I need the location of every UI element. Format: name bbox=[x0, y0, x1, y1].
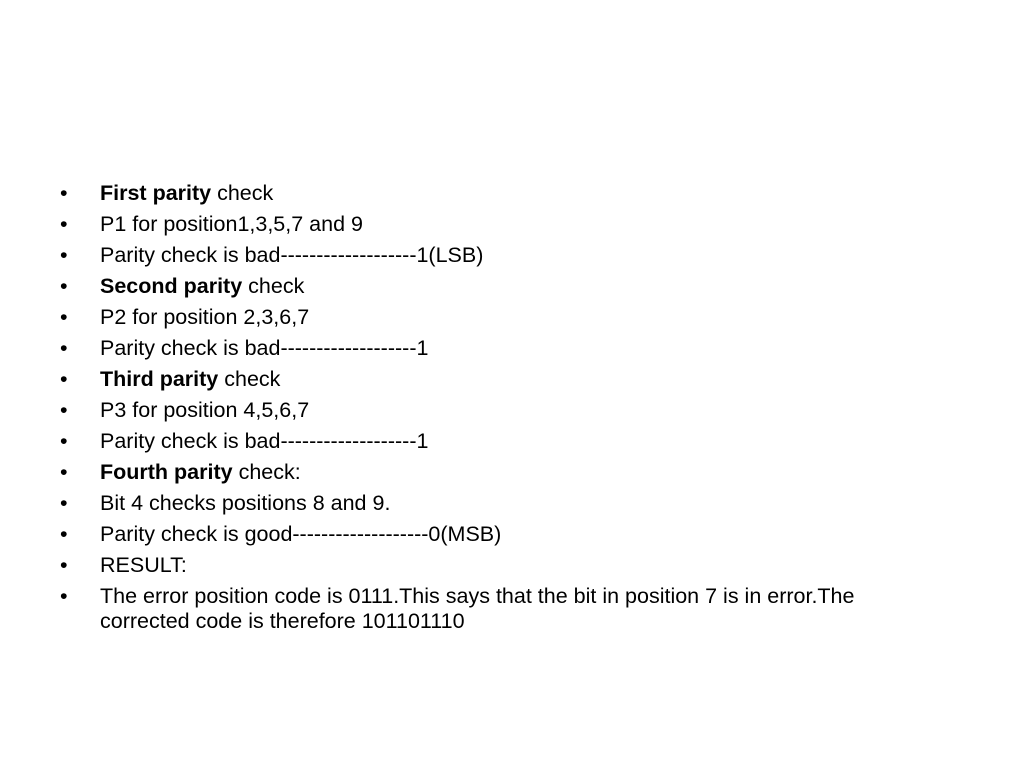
list-item: • First parity check bbox=[60, 178, 920, 209]
bullet-icon: • bbox=[60, 367, 68, 391]
plain-text: P2 for position 2,3,6,7 bbox=[100, 305, 310, 329]
bold-text: Third parity bbox=[100, 367, 219, 391]
plain-text: check: bbox=[232, 460, 301, 484]
list-item-text: Second parity check bbox=[100, 271, 920, 302]
bullet-icon: • bbox=[60, 491, 68, 515]
list-item-text: P1 for position1,3,5,7 and 9 bbox=[100, 209, 920, 240]
list-item: • Parity check is bad-------------------… bbox=[60, 240, 920, 271]
bullet-icon: • bbox=[60, 336, 68, 360]
bullet-icon: • bbox=[60, 553, 68, 577]
list-item: • Parity check is good------------------… bbox=[60, 519, 920, 550]
plain-text: The error position code is 0111.This say… bbox=[100, 584, 855, 633]
list-item-text: P2 for position 2,3,6,7 bbox=[100, 302, 920, 333]
plain-text: Parity check is bad-------------------1 bbox=[100, 336, 429, 360]
list-item-text: Parity check is bad-------------------1(… bbox=[100, 240, 920, 271]
list-item-text: RESULT: bbox=[100, 550, 920, 581]
list-item-text: Parity check is bad-------------------1 bbox=[100, 426, 920, 457]
list-item-text: Fourth parity check: bbox=[100, 457, 920, 488]
list-item: • P1 for position1,3,5,7 and 9 bbox=[60, 209, 920, 240]
bullet-icon: • bbox=[60, 398, 68, 422]
plain-text: check bbox=[211, 181, 274, 205]
list-item: • P2 for position 2,3,6,7 bbox=[60, 302, 920, 333]
bullet-list: • First parity check • P1 for position1,… bbox=[60, 178, 920, 633]
bullet-icon: • bbox=[60, 243, 68, 267]
plain-text: Parity check is bad-------------------1(… bbox=[100, 243, 484, 267]
plain-text: Parity check is good-------------------0… bbox=[100, 522, 502, 546]
list-item: • Parity check is bad-------------------… bbox=[60, 426, 920, 457]
bullet-icon: • bbox=[60, 584, 68, 608]
bullet-icon: • bbox=[60, 305, 68, 329]
plain-text: Parity check is bad-------------------1 bbox=[100, 429, 429, 453]
bullet-icon: • bbox=[60, 429, 68, 453]
list-item: • The error position code is 0111.This s… bbox=[60, 581, 920, 633]
bold-text: First parity bbox=[100, 181, 212, 205]
list-item-text: The error position code is 0111.This say… bbox=[100, 581, 920, 633]
list-item-text: Parity check is bad-------------------1 bbox=[100, 333, 920, 364]
bullet-icon: • bbox=[60, 181, 68, 205]
plain-text: check bbox=[242, 274, 305, 298]
list-item: • RESULT: bbox=[60, 550, 920, 581]
list-item-text: Third parity check bbox=[100, 364, 920, 395]
bullet-icon: • bbox=[60, 212, 68, 236]
plain-text: P3 for position 4,5,6,7 bbox=[100, 398, 310, 422]
plain-text: RESULT: bbox=[100, 553, 187, 577]
list-item: • Fourth parity check: bbox=[60, 457, 920, 488]
list-item: • P3 for position 4,5,6,7 bbox=[60, 395, 920, 426]
list-item-text: First parity check bbox=[100, 178, 920, 209]
bullet-icon: • bbox=[60, 274, 68, 298]
list-item-text: Parity check is good-------------------0… bbox=[100, 519, 920, 550]
list-item-text: P3 for position 4,5,6,7 bbox=[100, 395, 920, 426]
list-item: • Third parity check bbox=[60, 364, 920, 395]
bold-text: Second parity bbox=[100, 274, 243, 298]
bullet-icon: • bbox=[60, 522, 68, 546]
plain-text: Bit 4 checks positions 8 and 9. bbox=[100, 491, 391, 515]
plain-text: P1 for position1,3,5,7 and 9 bbox=[100, 212, 363, 236]
list-item: • Bit 4 checks positions 8 and 9. bbox=[60, 488, 920, 519]
plain-text: check bbox=[218, 367, 281, 391]
list-item: • Second parity check bbox=[60, 271, 920, 302]
bold-text: Fourth parity bbox=[100, 460, 233, 484]
list-item-text: Bit 4 checks positions 8 and 9. bbox=[100, 488, 920, 519]
bullet-icon: • bbox=[60, 460, 68, 484]
list-item: • Parity check is bad-------------------… bbox=[60, 333, 920, 364]
